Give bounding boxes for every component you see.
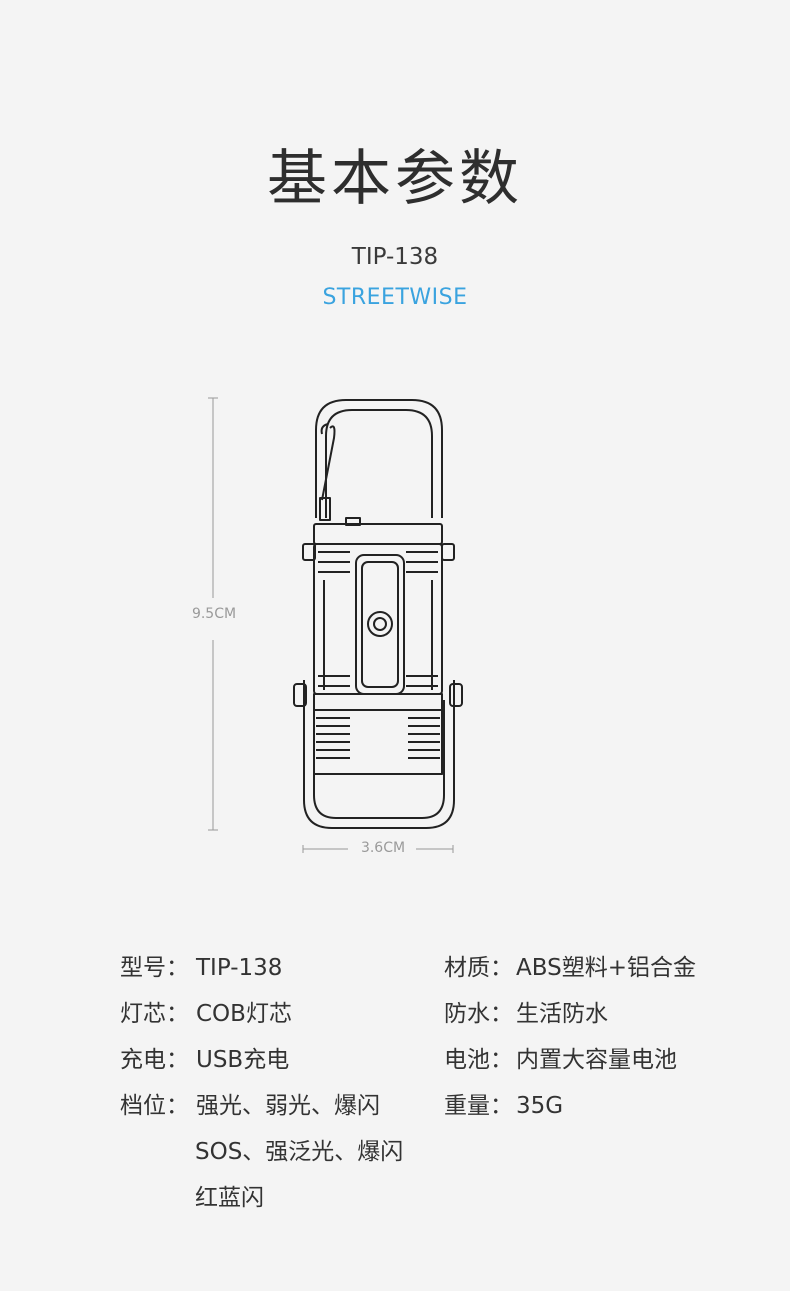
- cob-panel: [355, 554, 405, 695]
- specs-left-column: 型号： TIP-138 灯芯： COB灯芯 充电： USB充电 档位： 强光、弱…: [120, 950, 440, 1226]
- spec-row: 电池： 内置大容量电池: [444, 1042, 774, 1088]
- spec-value: 内置大容量电池: [516, 1047, 677, 1073]
- spec-row: 充电： USB充电: [120, 1042, 440, 1088]
- spec-value: 生活防水: [516, 1001, 608, 1027]
- brand-name: STREETWISE: [322, 285, 468, 310]
- height-dimension-line: [208, 397, 218, 831]
- spec-label: 电池：: [444, 1047, 513, 1073]
- spec-value: COB灯芯: [196, 1001, 292, 1027]
- specs-right-column: 材质： ABS塑料+铝合金 防水： 生活防水 电池： 内置大容量电池 重量： 3…: [444, 950, 774, 1134]
- carabiner-icon: [315, 399, 443, 526]
- spec-row: 型号： TIP-138: [120, 950, 440, 996]
- width-label: 3.6CM: [350, 840, 416, 856]
- width-dimension-line: [302, 845, 454, 853]
- spec-row: 材质： ABS塑料+铝合金: [444, 950, 774, 996]
- spec-value: TIP-138: [196, 955, 283, 981]
- base-stand: [303, 680, 455, 829]
- modes-continued-line: SOS、强泛光、爆闪: [195, 1139, 404, 1165]
- spec-label: 防水：: [444, 1001, 513, 1027]
- spec-value: ABS塑料+铝合金: [516, 955, 696, 981]
- spec-value: 35G: [516, 1093, 564, 1119]
- spec-label: 灯芯：: [120, 1001, 189, 1027]
- spec-label: 档位：: [120, 1093, 189, 1119]
- spec-value: 强光、弱光、爆闪: [196, 1093, 380, 1119]
- height-label: 9.5CM: [188, 606, 240, 622]
- spec-label: 充电：: [120, 1047, 189, 1073]
- spec-label: 型号：: [120, 955, 189, 981]
- spec-label: 材质：: [444, 955, 513, 981]
- spec-value: USB充电: [196, 1047, 290, 1073]
- spec-row: 防水： 生活防水: [444, 996, 774, 1042]
- modes-continued-line: 红蓝闪: [195, 1185, 264, 1211]
- spec-row: 档位： 强光、弱光、爆闪: [120, 1088, 440, 1134]
- product-line-drawing: [208, 397, 463, 853]
- spec-label: 重量：: [444, 1093, 513, 1119]
- page-title: 基本参数: [267, 144, 523, 214]
- power-button-icon: [367, 611, 393, 637]
- spec-row: 重量： 35G: [444, 1088, 774, 1134]
- model-number: TIP-138: [351, 244, 439, 270]
- spec-row: 灯芯： COB灯芯: [120, 996, 440, 1042]
